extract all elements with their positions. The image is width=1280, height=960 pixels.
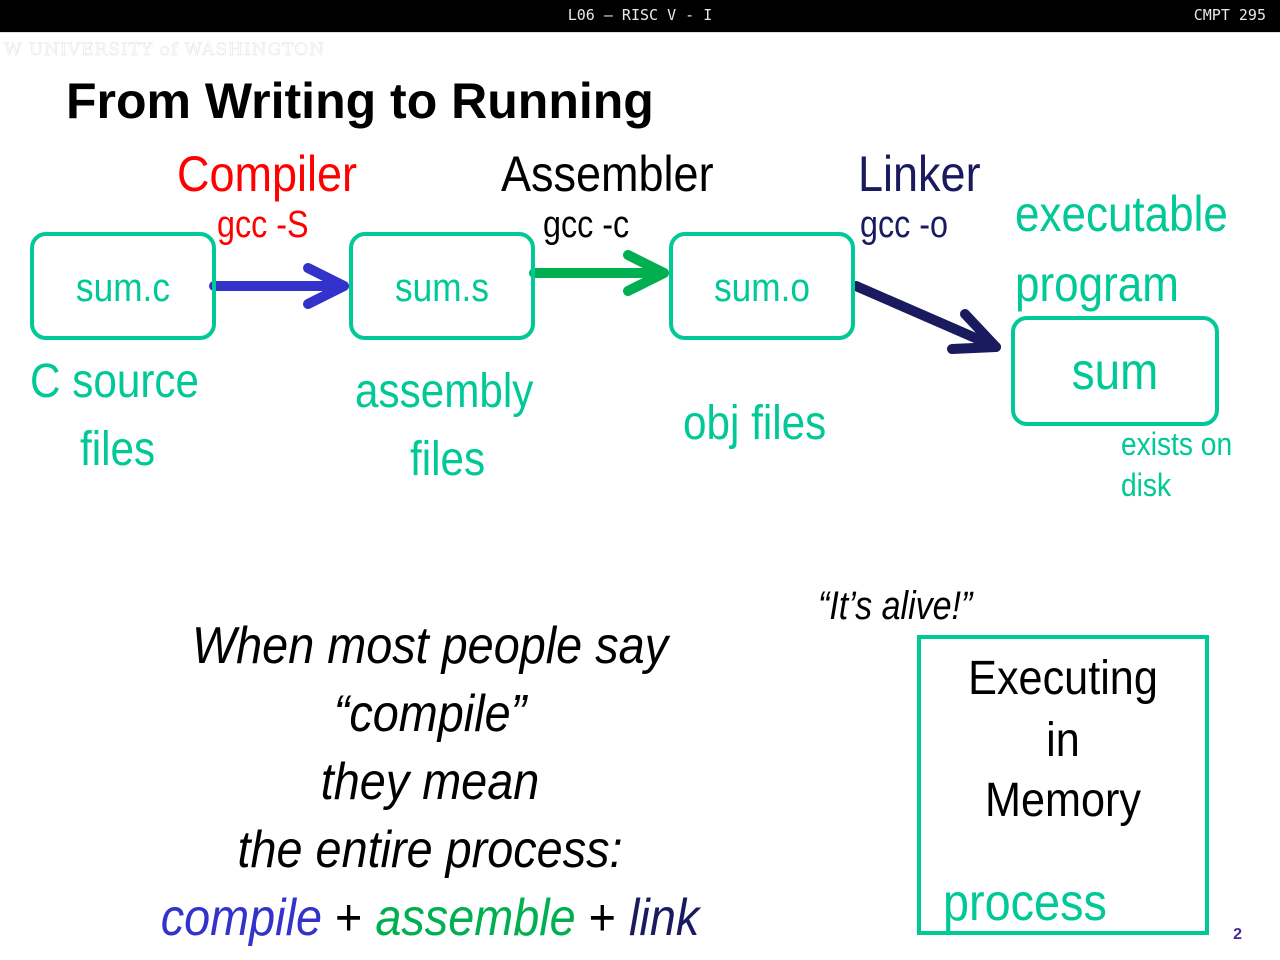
file-name: sum.c <box>76 266 170 310</box>
plus-sign: + <box>588 889 617 947</box>
compile-arrow <box>209 263 349 309</box>
university-logo: W UNIVERSITY of WASHINGTON <box>4 40 326 61</box>
plus-sign: + <box>335 889 363 947</box>
file-box-sum-o: sum.o <box>669 232 855 340</box>
caption-assembly-files: files <box>410 433 486 486</box>
executing-text: Executing <box>968 652 1158 705</box>
assemble-word: assemble <box>375 889 576 947</box>
exists-on-disk-note: exists on <box>1121 426 1233 462</box>
summary-line-1: When most people say “compile” <box>191 617 669 743</box>
summary-line-3: the entire process: <box>237 821 623 879</box>
disk-note: disk <box>1121 467 1172 503</box>
summary-block: When most people say “compile” they mean… <box>97 612 763 952</box>
caption-obj-files: obj files <box>683 397 827 450</box>
file-box-sum: sum <box>1011 316 1219 426</box>
compiler-label: Compiler <box>177 146 358 202</box>
caption-c-source: C source <box>30 355 200 408</box>
assembler-command: gcc -c <box>543 204 630 246</box>
linker-command: gcc -o <box>860 204 948 246</box>
file-name: sum.o <box>714 266 810 310</box>
executable-heading: executable <box>1015 186 1228 242</box>
assemble-arrow <box>529 250 669 296</box>
summary-line-2: they mean <box>320 753 540 811</box>
assembler-label: Assembler <box>501 146 714 202</box>
caption-assembly: assembly <box>355 365 534 418</box>
summary-line-4: compile + assemble + link <box>97 884 763 952</box>
caption-c-source-files: files <box>80 423 156 476</box>
lecture-title: L06 – RISC V - I <box>567 6 713 24</box>
file-box-sum-c: sum.c <box>30 232 216 340</box>
linker-label: Linker <box>858 146 981 202</box>
file-name: sum.s <box>395 266 489 310</box>
process-box: Executing in Memory process <box>917 635 1209 935</box>
compiler-command: gcc -S <box>217 204 309 246</box>
its-alive-quote: “It’s alive!” <box>818 584 973 628</box>
header-bar: L06 – RISC V - I CMPT 295 <box>0 0 1280 33</box>
file-name: sum <box>1071 343 1159 401</box>
file-box-sum-s: sum.s <box>349 232 535 340</box>
slide-title: From Writing to Running <box>66 73 654 129</box>
link-arrow <box>851 281 1001 354</box>
link-word: link <box>629 889 700 947</box>
page-number: 2 <box>1233 926 1242 943</box>
process-label: process <box>943 874 1107 932</box>
in-text: in <box>1046 714 1080 767</box>
course-code: CMPT 295 <box>1193 6 1266 24</box>
memory-text: Memory <box>984 774 1142 827</box>
compile-word: compile <box>160 889 323 947</box>
program-heading: program <box>1015 256 1179 312</box>
